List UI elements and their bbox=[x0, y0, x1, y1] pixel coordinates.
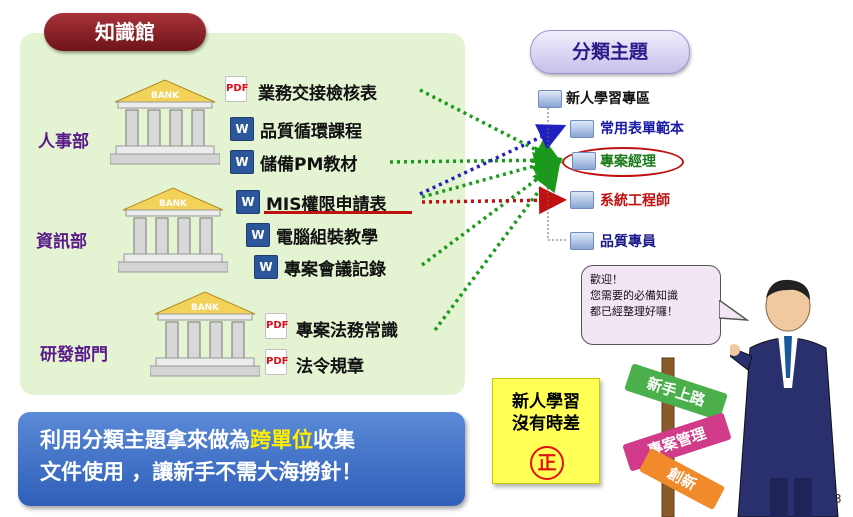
folder-icon bbox=[538, 90, 562, 108]
speech-line: 您需要的必備知識 bbox=[590, 289, 678, 302]
approval-stamp: 正 bbox=[530, 446, 564, 480]
connector-line bbox=[421, 186, 567, 215]
document-link[interactable]: 專案法務常識 bbox=[296, 321, 398, 341]
document-link[interactable]: 專案會議記錄 bbox=[284, 260, 386, 280]
highlight-ring bbox=[562, 147, 684, 177]
word-icon: W bbox=[246, 223, 270, 247]
banner-line-2: 文件使用 ，讓新手不需大海撈針！ bbox=[40, 460, 363, 484]
bubble-tail bbox=[719, 300, 749, 321]
sticky-line: 新人學習 bbox=[512, 392, 580, 412]
pdf-icon: PDF bbox=[265, 313, 288, 339]
banner-text: 收集 bbox=[313, 428, 355, 452]
folder-icon bbox=[570, 232, 594, 250]
speech-bubble: 歡迎！ 您需要的必備知識 都已經整理好囉！ bbox=[581, 265, 721, 345]
bank-icon: BANK bbox=[110, 79, 220, 165]
speech-line: 都已經整理好囉！ bbox=[590, 305, 678, 318]
word-icon: W bbox=[236, 190, 260, 214]
document-link[interactable]: 儲備PM教材 bbox=[260, 155, 358, 175]
department-hr: 人事部 bbox=[38, 132, 89, 152]
connector-line bbox=[421, 152, 563, 199]
document-link[interactable]: 品質循環課程 bbox=[260, 122, 362, 142]
department-it: 資訊部 bbox=[36, 232, 87, 252]
bank-label: BANK bbox=[159, 199, 188, 209]
category-item[interactable]: 品質專員 bbox=[600, 234, 656, 250]
bank-label: BANK bbox=[151, 91, 180, 101]
businessman-illustration bbox=[730, 279, 839, 517]
pdf-icon: PDF bbox=[265, 349, 288, 375]
connector-line bbox=[389, 146, 563, 175]
bank-label: BANK bbox=[191, 303, 220, 313]
document-link[interactable]: MIS權限申請表 bbox=[266, 195, 387, 215]
document-link[interactable]: 法令規章 bbox=[296, 357, 364, 377]
bank-icon: BANK bbox=[118, 187, 228, 273]
sticky-line: 沒有時差 bbox=[512, 414, 580, 434]
banner-highlight: 跨單位 bbox=[250, 428, 313, 452]
folder-icon bbox=[572, 152, 596, 170]
folder-icon bbox=[570, 120, 594, 138]
category-item[interactable]: 常用表單範本 bbox=[600, 121, 684, 137]
category-item[interactable]: 專案經理 bbox=[600, 154, 656, 170]
category-root[interactable]: 新人學習專區 bbox=[566, 91, 650, 107]
pdf-icon: PDF bbox=[225, 76, 248, 102]
knowledge-base-title: 知識館 bbox=[44, 13, 206, 51]
connector-line bbox=[420, 160, 562, 267]
connector-line bbox=[419, 88, 563, 164]
category-item[interactable]: 系統工程師 bbox=[600, 193, 670, 209]
banner-line-1: 利用分類主題拿來做為跨單位收集 bbox=[40, 424, 465, 456]
document-underline bbox=[264, 211, 412, 214]
word-icon: W bbox=[254, 255, 278, 279]
category-title: 分類主題 bbox=[530, 30, 690, 74]
department-rd: 研發部門 bbox=[40, 345, 108, 365]
word-icon: W bbox=[230, 150, 254, 174]
page-number: 3 bbox=[834, 492, 842, 506]
word-icon: W bbox=[230, 117, 254, 141]
banner-text: 利用分類主題拿來做為 bbox=[40, 428, 250, 452]
speech-line: 歡迎！ bbox=[590, 273, 623, 286]
connector-line bbox=[433, 162, 561, 332]
bank-icon: BANK bbox=[150, 291, 260, 377]
folder-icon bbox=[570, 191, 594, 209]
summary-banner: 利用分類主題拿來做為跨單位收集 文件使用 ，讓新手不需大海撈針！ bbox=[18, 412, 465, 506]
connector-line bbox=[419, 124, 567, 196]
document-link[interactable]: 電腦組裝教學 bbox=[276, 228, 378, 248]
document-link[interactable]: 業務交接檢核表 bbox=[258, 84, 377, 104]
